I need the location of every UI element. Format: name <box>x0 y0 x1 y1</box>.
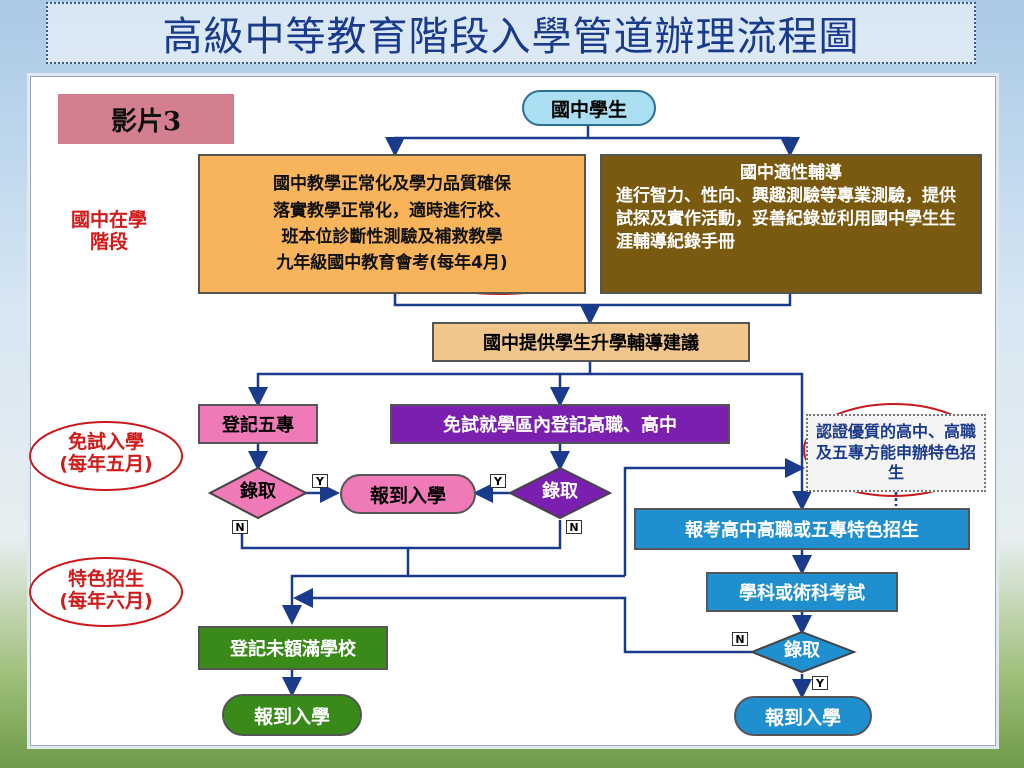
node-subject-exam: 學科或術科考試 <box>706 572 898 612</box>
node-guidance-title: 國中適性輔導 <box>740 163 842 183</box>
node-report-left-label: 報到入學 <box>253 705 330 728</box>
admit-left-diamond <box>207 466 309 520</box>
node-special-exam-register-label: 報考高中高職或五專特色招生 <box>685 520 919 541</box>
flag-yes-center: Y <box>490 474 506 488</box>
admit-right-diamond <box>749 630 857 674</box>
node-exam-free-district-label: 免試就學區內登記高職、高中 <box>443 415 677 436</box>
stage-label-exam-free: 免試入學 (每年五月) <box>59 431 153 475</box>
video-tag: 影片3 <box>58 94 234 144</box>
node-normalize-title: 國中教學正常化及學力品質確保 <box>273 174 511 195</box>
node-report-left: 報到入學 <box>222 694 362 736</box>
node-report-center: 報到入學 <box>340 474 476 514</box>
flag-no-left: N <box>232 520 248 534</box>
node-report-right: 報到入學 <box>734 696 872 736</box>
node-normalize-line3: 九年級國中教育會考(每年4月) <box>276 253 508 274</box>
node-certify: 認證優質的高中、高職及五專方能申辦特色招生 <box>806 414 986 492</box>
node-advice: 國中提供學生升學輔導建議 <box>432 322 750 362</box>
node-exam-free-district: 免試就學區內登記高職、高中 <box>390 404 730 444</box>
flag-yes-left: Y <box>312 474 328 488</box>
node-student-label: 國中學生 <box>550 98 627 121</box>
node-special-exam-register: 報考高中高職或五專特色招生 <box>634 508 970 550</box>
node-normalize: 國中教學正常化及學力品質確保 落實教學正常化，適時進行校、 班本位診斷性測驗及補… <box>198 154 586 294</box>
node-advice-label: 國中提供學生升學輔導建議 <box>483 333 699 354</box>
node-normalize-line2: 班本位診斷性測驗及補救教學 <box>281 227 503 247</box>
admit-left-label: 錄取 <box>240 481 276 502</box>
admit-center-label: 錄取 <box>542 481 578 502</box>
node-report-right-label: 報到入學 <box>764 706 841 729</box>
admit-center-diamond <box>507 466 613 520</box>
node-unfilled-label: 登記未額滿學校 <box>230 639 356 660</box>
title-bar: 高級中等教育階段入學管道辦理流程圖 <box>46 2 976 64</box>
node-guidance: 國中適性輔導 進行智力、性向、興趣測驗等專業測驗，提供試探及實作活動，妥善紀錄並… <box>600 154 982 294</box>
node-unfilled: 登記未額滿學校 <box>198 626 388 670</box>
node-subject-exam-label: 學科或術科考試 <box>739 583 865 604</box>
node-normalize-line1: 落實教學正常化，適時進行校、 <box>273 200 511 221</box>
node-student: 國中學生 <box>522 90 656 126</box>
node-certify-label: 認證優質的高中、高職及五專方能申辦特色招生 <box>816 421 977 483</box>
flag-no-center: N <box>566 520 582 534</box>
node-register-five-label: 登記五專 <box>222 415 294 436</box>
node-guidance-body: 進行智力、性向、興趣測驗等專業測驗，提供試探及實作活動，妥善紀錄並利用國中學生生… <box>616 185 956 252</box>
stage-label-junior-high: 國中在學 階段 <box>70 209 147 253</box>
flag-no-right: N <box>732 632 748 646</box>
node-report-center-label: 報到入學 <box>369 484 446 507</box>
stage-label-special: 特色招生 (每年六月) <box>59 568 153 612</box>
node-register-five: 登記五專 <box>198 404 318 444</box>
page-title: 高級中等教育階段入學管道辦理流程圖 <box>162 14 860 60</box>
admit-right-label: 錄取 <box>784 640 820 661</box>
flag-yes-right: Y <box>812 676 828 690</box>
